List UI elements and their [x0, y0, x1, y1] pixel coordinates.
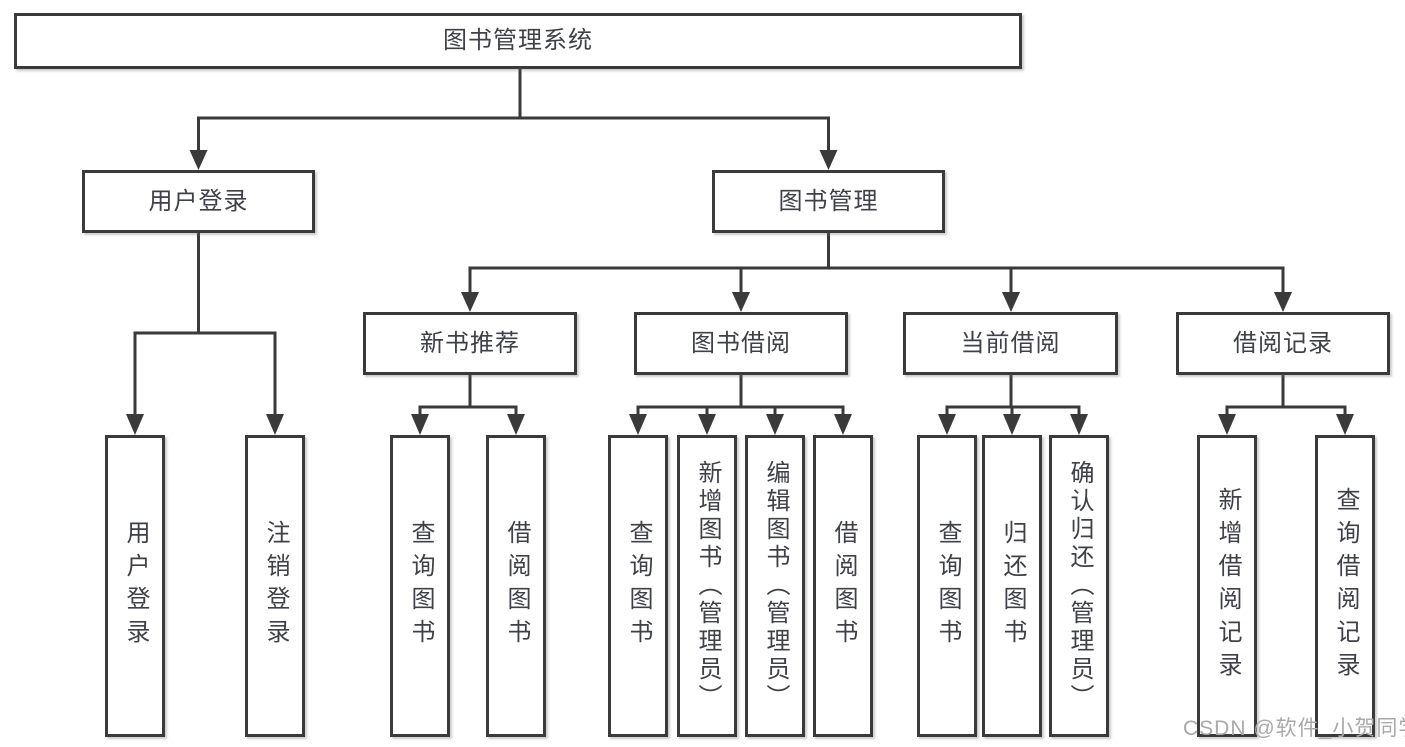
- csdn-watermark: CSDN @软件_小贺同学: [1183, 717, 1405, 740]
- connector-root-to-level2: [189, 68, 838, 170]
- node-label: 当前借阅: [960, 329, 1061, 357]
- node-borrow-books-2: 借阅图书: [813, 435, 873, 737]
- node-label: 编辑图书（管理员）: [762, 460, 789, 712]
- node-label: 用户登录: [122, 520, 149, 652]
- node-logout: 注销登录: [245, 435, 305, 737]
- node-current-borrowing: 当前借阅: [903, 312, 1118, 375]
- node-label: 查询借阅记录: [1332, 487, 1359, 685]
- node-label: 图书管理: [778, 187, 879, 215]
- node-query-books-3: 查询图书: [917, 435, 977, 737]
- node-query-borrow-record: 查询借阅记录: [1315, 435, 1375, 737]
- connector-current-borrow-children: [938, 375, 1088, 435]
- node-query-books-1: 查询图书: [390, 435, 450, 737]
- node-label: 新增借阅记录: [1214, 487, 1241, 685]
- connector-user-login-children: [126, 233, 284, 435]
- node-add-books-admin: 新增图书（管理员）: [677, 435, 737, 737]
- connector-new-rec-children: [411, 375, 525, 435]
- node-confirm-return-admin: 确认归还（管理员）: [1049, 435, 1109, 737]
- node-label: 用户登录: [148, 187, 249, 215]
- node-borrowing-records: 借阅记录: [1176, 312, 1390, 375]
- node-label: 确认归还（管理员）: [1066, 460, 1093, 712]
- node-label: 图书管理系统: [443, 27, 593, 54]
- connector-borrow-records-children: [1218, 375, 1354, 435]
- node-add-borrow-record: 新增借阅记录: [1197, 435, 1257, 737]
- node-label: 查询图书: [625, 520, 652, 652]
- node-query-books-2: 查询图书: [608, 435, 668, 737]
- node-label: 借阅图书: [830, 520, 857, 652]
- node-label: 图书借阅: [691, 329, 791, 357]
- node-label: 查询图书: [934, 520, 961, 652]
- node-label: 借阅图书: [503, 520, 530, 652]
- node-user-login: 用户登录: [82, 170, 315, 233]
- node-book-borrowing: 图书借阅: [634, 312, 848, 375]
- node-library-management-system: 图书管理系统: [14, 13, 1022, 69]
- node-edit-books-admin: 编辑图书（管理员）: [745, 435, 805, 737]
- connector-book-borrow-children: [629, 375, 852, 435]
- node-label: 借阅记录: [1233, 329, 1333, 357]
- node-label: 归还图书: [999, 520, 1026, 652]
- node-new-book-recommend: 新书推荐: [363, 312, 577, 375]
- node-user-login-leaf: 用户登录: [105, 435, 165, 737]
- node-borrow-books-1: 借阅图书: [486, 435, 546, 737]
- node-return-books: 归还图书: [982, 435, 1042, 737]
- node-label: 新增图书（管理员）: [694, 460, 721, 712]
- connector-book-mgmt-to-level3: [461, 233, 1292, 312]
- node-label: 查询图书: [407, 520, 434, 652]
- node-book-management: 图书管理: [712, 170, 945, 233]
- node-label: 新书推荐: [420, 329, 520, 357]
- node-label: 注销登录: [262, 520, 289, 652]
